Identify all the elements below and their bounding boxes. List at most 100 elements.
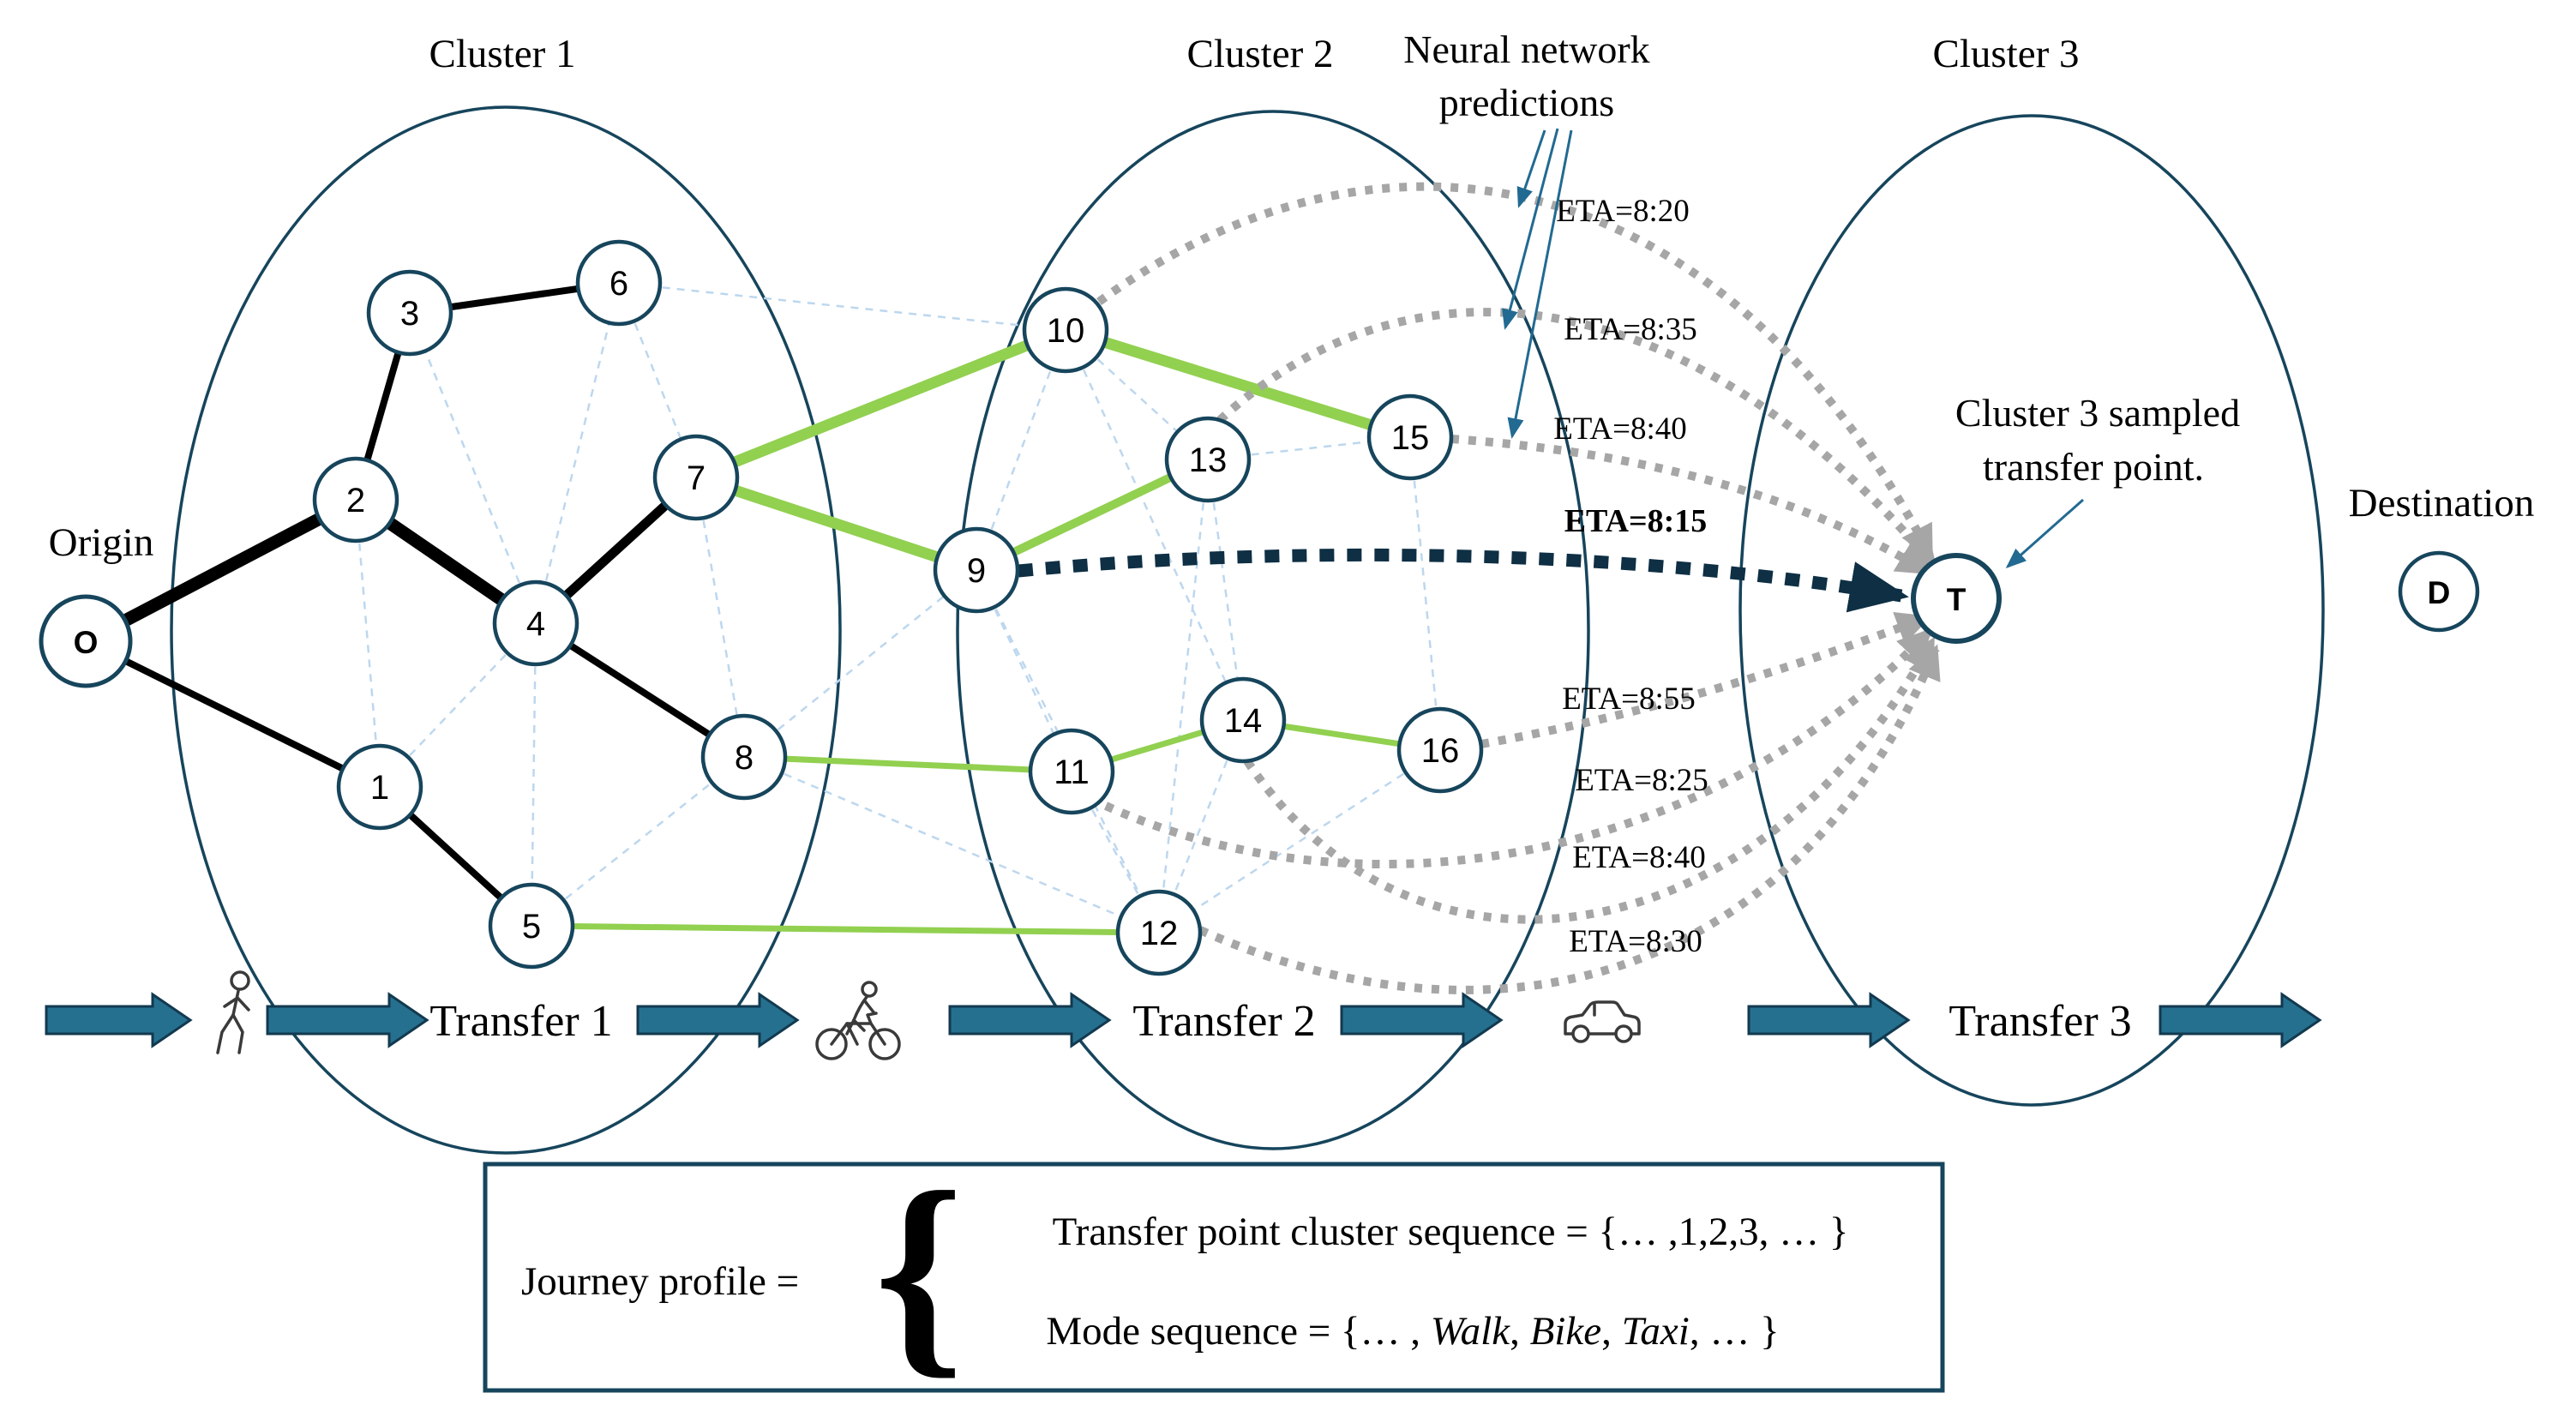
edge-4-5	[530, 622, 537, 927]
transfer3-label: Transfer 3	[1949, 997, 2131, 1046]
edge-10-15	[1064, 324, 1412, 443]
node-1-label: 1	[370, 769, 389, 807]
prediction-curve-16-T	[1480, 612, 1931, 748]
cluster2-title: Cluster 2	[1186, 32, 1333, 76]
mode-walk: Walk	[1431, 1309, 1510, 1354]
node-15-label: 15	[1391, 419, 1430, 457]
prediction-curve-11-T	[1103, 627, 1933, 869]
flow-arrow-7	[2159, 992, 2322, 1048]
edge-16-12	[1158, 748, 1441, 934]
node-5-label: 5	[522, 908, 541, 946]
node-13: 13	[1164, 416, 1252, 503]
edge-7-9	[694, 471, 979, 576]
nn-arrow-1	[1516, 129, 1546, 208]
node-14-label: 14	[1224, 702, 1263, 740]
nn-arrow-3	[1507, 129, 1573, 439]
eta-label-840-upper: ETA=8:40	[1553, 411, 1687, 447]
journey-brace: {	[874, 1146, 964, 1397]
graph-nodes: O 1 2 3 4 5 6 7	[39, 239, 2480, 976]
node-10: 10	[1022, 286, 1109, 374]
node-3: 3	[366, 269, 453, 357]
edge-6-10	[618, 281, 1066, 332]
eta-labels: ETA=8:20 ETA=8:35 ETA=8:40 ETA=8:15 ETA=…	[1553, 194, 1708, 959]
journey-profile-box: Journey profile = { Transfer point clust…	[483, 1146, 1945, 1397]
black-edges	[82, 279, 747, 928]
prediction-curve-13-T	[1216, 308, 1937, 570]
flow-arrow-1	[45, 992, 193, 1048]
node-14: 14	[1199, 676, 1287, 764]
node-T: T	[1911, 553, 2002, 644]
nn-predictions-label-line2: predictions	[1439, 81, 1614, 124]
edge-7-10	[694, 324, 1068, 483]
node-16-label: 16	[1421, 732, 1460, 770]
transfer1-label: Transfer 1	[429, 997, 612, 1046]
mode-taxi: Taxi	[1622, 1309, 1690, 1354]
journey-mode-sequence: Mode sequence = {… , Walk, Bike, Taxi, ……	[1046, 1309, 1779, 1354]
node-13-label: 13	[1189, 441, 1228, 479]
node-T-label: T	[1947, 582, 1967, 617]
edge-10-14	[1064, 329, 1245, 721]
prediction-curve-14-T	[1243, 636, 1937, 924]
journey-box-border	[483, 1162, 1945, 1393]
walk-icon	[216, 970, 250, 1054]
flow-arrow-3	[636, 992, 800, 1048]
eta-label-855: ETA=8:55	[1562, 681, 1696, 717]
journey-cluster-sequence: Transfer point cluster sequence = {… ,1,…	[1053, 1210, 1849, 1254]
sampled-transfer-point-label-line2: transfer point.	[1983, 445, 2204, 489]
mode-sep1: ,	[1510, 1309, 1530, 1354]
node-9-label: 9	[967, 552, 986, 590]
node-8-label: 8	[735, 739, 754, 777]
node-D: D	[2398, 550, 2480, 633]
mode-bike: Bike	[1530, 1309, 1602, 1354]
edge-9-12	[975, 569, 1161, 934]
prediction-curve-10-T	[1096, 182, 1935, 561]
eta-label-835: ETA=8:35	[1564, 312, 1697, 347]
cluster3-title: Cluster 3	[1932, 32, 2079, 76]
eta-label-820: ETA=8:20	[1556, 194, 1690, 229]
node-2-label: 2	[346, 482, 365, 519]
edge-O-2	[82, 494, 359, 647]
flow-arrow-4	[948, 992, 1112, 1048]
node-O: O	[39, 594, 133, 688]
cluster2-ellipse	[956, 110, 1590, 1150]
edge-15-16	[1408, 436, 1442, 751]
edge-8-9	[743, 569, 977, 758]
node-16: 16	[1396, 706, 1484, 794]
node-3-label: 3	[400, 295, 419, 333]
node-12-label: 12	[1140, 915, 1179, 952]
sampled-transfer-point-label-line1: Cluster 3 sampled	[1955, 391, 2240, 435]
mode-seq-suffix: , … }	[1690, 1309, 1780, 1354]
edge-8-11	[743, 754, 1072, 775]
cluster1-title: Cluster 1	[429, 32, 575, 76]
node-4-label: 4	[526, 605, 545, 643]
edge-4-6	[534, 282, 621, 624]
edge-2-1	[354, 499, 381, 788]
node-6-label: 6	[609, 265, 628, 303]
node-O-label: O	[74, 625, 99, 660]
destination-label: Destination	[2349, 481, 2535, 525]
node-6: 6	[575, 239, 663, 327]
cluster1-ellipse	[170, 105, 842, 1155]
prediction-curve-12-T	[1198, 644, 1941, 994]
flow-arrow-2	[266, 992, 429, 1048]
cluster-boundaries	[170, 105, 2325, 1155]
node-10-label: 10	[1047, 312, 1085, 350]
eta-label-825: ETA=8:25	[1575, 763, 1708, 798]
node-7: 7	[652, 434, 740, 521]
node-15: 15	[1366, 393, 1454, 481]
edge-8-12	[743, 755, 1160, 934]
node-5: 5	[488, 882, 575, 970]
bike-icon	[815, 981, 901, 1060]
diagram-labels: Cluster 1 Cluster 2 Cluster 3 Origin Des…	[49, 27, 2535, 565]
journey-profile-lhs: Journey profile =	[521, 1259, 799, 1304]
eta-label-840-lower: ETA=8:40	[1572, 840, 1706, 875]
node-11: 11	[1028, 728, 1115, 815]
prediction-curves	[1018, 182, 1941, 994]
node-7-label: 7	[687, 459, 706, 497]
node-8: 8	[700, 713, 788, 801]
node-D-label: D	[2428, 575, 2451, 610]
eta-label-830: ETA=8:30	[1569, 924, 1702, 959]
edge-5-12	[531, 922, 1160, 936]
